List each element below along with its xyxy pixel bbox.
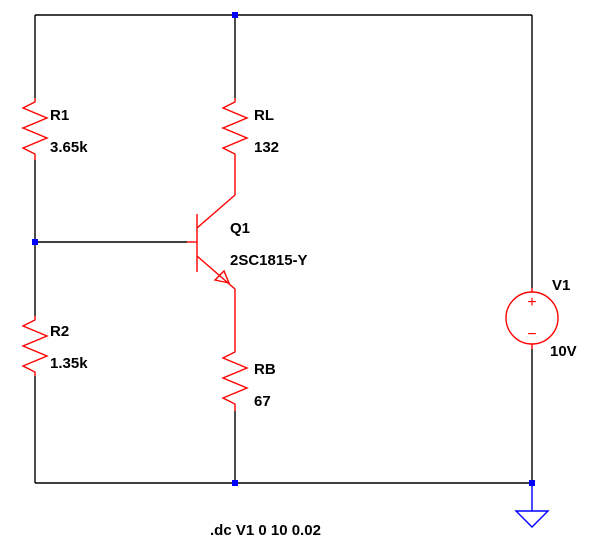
q1-emitter-arrow bbox=[213, 269, 231, 284]
q1-name-label[interactable]: Q1 bbox=[230, 220, 250, 237]
junction-top-middle bbox=[232, 12, 238, 18]
junction-base-node bbox=[32, 239, 38, 245]
v1-minus-sign: − bbox=[527, 326, 536, 343]
resistor-rl-symbol[interactable] bbox=[221, 98, 249, 195]
labels: R1 3.65k RL 132 Q1 2SC1815-Y R2 1.35k RB… bbox=[50, 107, 577, 539]
rl-name-label[interactable]: RL bbox=[254, 107, 274, 124]
v1-plus-sign: + bbox=[527, 294, 536, 311]
rb-name-label[interactable]: RB bbox=[254, 361, 276, 378]
resistor-rb[interactable] bbox=[221, 289, 249, 411]
r1-name-label[interactable]: R1 bbox=[50, 107, 69, 124]
ground-triangle-icon bbox=[514, 510, 550, 528]
resistor-r2[interactable] bbox=[21, 316, 49, 376]
r2-value-label[interactable]: 1.35k bbox=[50, 355, 88, 372]
r1-value-label[interactable]: 3.65k bbox=[50, 139, 88, 156]
resistor-r2-symbol[interactable] bbox=[21, 316, 49, 376]
resistor-r1[interactable] bbox=[21, 98, 49, 160]
junction-bottom-right bbox=[529, 480, 535, 486]
q1-collector-lead bbox=[196, 194, 236, 229]
ground-symbol[interactable] bbox=[514, 483, 550, 528]
resistor-rl[interactable] bbox=[221, 98, 249, 195]
rb-value-label[interactable]: 67 bbox=[254, 393, 271, 410]
transistor-q1[interactable] bbox=[187, 194, 236, 290]
junction-bottom-middle bbox=[232, 480, 238, 486]
rl-value-label[interactable]: 132 bbox=[254, 139, 279, 156]
r2-name-label[interactable]: R2 bbox=[50, 323, 69, 340]
wires bbox=[34, 14, 533, 484]
voltage-source-v1[interactable]: + − bbox=[505, 288, 559, 349]
resistor-r1-symbol[interactable] bbox=[21, 98, 49, 160]
v1-name-label[interactable]: V1 bbox=[552, 277, 570, 294]
junctions bbox=[32, 12, 535, 486]
v1-value-label[interactable]: 10V bbox=[550, 343, 577, 360]
spice-directive[interactable]: .dc V1 0 10 0.02 bbox=[210, 522, 321, 539]
q1-value-label[interactable]: 2SC1815-Y bbox=[230, 252, 308, 269]
resistor-rb-symbol[interactable] bbox=[221, 289, 249, 411]
